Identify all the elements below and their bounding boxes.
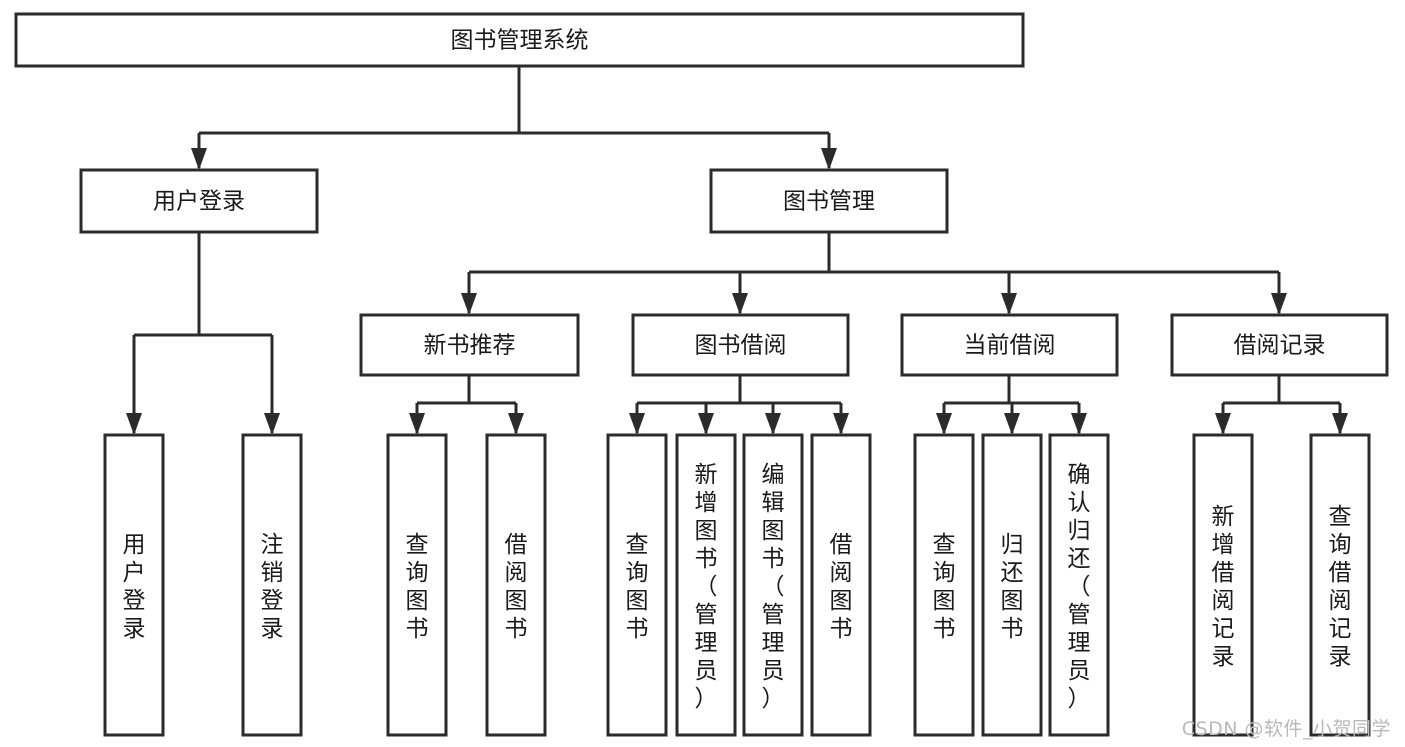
node-label: 确认归还（管理员） (1068, 462, 1091, 712)
connector-login-to-leaves (126, 232, 280, 435)
node-leaf-8[interactable]: 查询图书 (913, 433, 975, 737)
node-box[interactable] (1048, 433, 1110, 737)
node-label: 图书管理系统 (451, 28, 589, 54)
arrow-head-icon (126, 413, 142, 435)
node-box[interactable] (981, 433, 1043, 737)
node-leaf-1[interactable]: 注销登录 (241, 433, 303, 737)
node-root[interactable]: 图书管理系统 (14, 12, 1025, 68)
connector-root-to-level2 (191, 66, 837, 170)
arrow-head-icon (1215, 413, 1231, 435)
node-leaf-9[interactable]: 归还图书 (981, 433, 1043, 737)
node-leaf-4[interactable]: 查询图书 (606, 433, 668, 737)
node-box[interactable] (1192, 433, 1254, 737)
node-label: 借阅图书 (830, 532, 853, 642)
arrow-head-icon (629, 413, 645, 435)
node-box[interactable] (606, 433, 668, 737)
node-leaf-3[interactable]: 借阅图书 (485, 433, 547, 737)
node-label: 当前借阅 (964, 333, 1056, 359)
arrow-head-icon (1071, 413, 1087, 435)
node-label: 新增图书（管理员） (695, 462, 718, 712)
node-box[interactable] (742, 433, 804, 737)
node-box[interactable] (386, 433, 448, 737)
node-leaf-5[interactable]: 新增图书（管理员） (675, 433, 737, 737)
node-label: 查询图书 (626, 532, 649, 642)
arrow-head-icon (833, 413, 849, 435)
arrow-head-icon (732, 293, 748, 315)
node-label: 查询图书 (406, 532, 429, 642)
node-level3-2[interactable]: 当前借阅 (900, 313, 1119, 377)
node-box[interactable] (1309, 433, 1371, 737)
arrow-head-icon (409, 413, 425, 435)
node-box[interactable] (103, 433, 165, 737)
node-label: 编辑图书（管理员） (762, 462, 785, 712)
node-label: 新增借阅记录 (1212, 504, 1235, 670)
node-box[interactable] (359, 313, 580, 377)
node-label: 查询图书 (933, 532, 956, 642)
arrow-head-icon (461, 293, 477, 315)
arrow-head-icon (1332, 413, 1348, 435)
node-label: 借阅记录 (1234, 333, 1326, 359)
node-level3-3[interactable]: 借阅记录 (1170, 313, 1389, 377)
arrow-head-icon (698, 413, 714, 435)
node-level3-1[interactable]: 图书借阅 (631, 313, 850, 377)
node-box[interactable] (79, 168, 319, 234)
node-leaf-12[interactable]: 查询借阅记录 (1309, 433, 1371, 737)
node-label: 注销登录 (261, 532, 284, 642)
node-box[interactable] (241, 433, 303, 737)
node-leaf-0[interactable]: 用户登录 (103, 433, 165, 737)
arrow-head-icon (1001, 293, 1017, 315)
node-box[interactable] (631, 313, 850, 377)
node-level3-0[interactable]: 新书推荐 (359, 313, 580, 377)
node-label: 归还图书 (1001, 532, 1024, 642)
node-label: 用户登录 (123, 532, 146, 642)
node-leaf-2[interactable]: 查询图书 (386, 433, 448, 737)
node-box[interactable] (14, 12, 1025, 68)
connector-bookmgmt-to-level3 (461, 232, 1287, 315)
connector-borrow-to-leaves (629, 375, 849, 435)
node-label: 图书借阅 (695, 333, 787, 359)
node-box[interactable] (913, 433, 975, 737)
arrow-head-icon (765, 413, 781, 435)
arrow-head-icon (936, 413, 952, 435)
node-label: 图书管理 (783, 189, 875, 215)
arrow-head-icon (1004, 413, 1020, 435)
node-box[interactable] (810, 433, 872, 737)
node-label: 用户登录 (153, 189, 245, 215)
node-level2-1[interactable]: 图书管理 (709, 168, 949, 234)
node-box[interactable] (1170, 313, 1389, 377)
arrow-head-icon (508, 413, 524, 435)
node-label: 查询借阅记录 (1329, 504, 1352, 670)
arrow-head-icon (191, 148, 207, 170)
node-leaf-10[interactable]: 确认归还（管理员） (1048, 433, 1110, 737)
connector-newbook-to-leaves (409, 375, 524, 435)
node-label: 新书推荐 (424, 333, 516, 359)
connector-current-to-leaves (936, 375, 1087, 435)
node-leaf-11[interactable]: 新增借阅记录 (1192, 433, 1254, 737)
node-label: 借阅图书 (505, 532, 528, 642)
arrow-head-icon (264, 413, 280, 435)
arrow-head-icon (821, 148, 837, 170)
node-leaf-6[interactable]: 编辑图书（管理员） (742, 433, 804, 737)
arrow-head-icon (1271, 293, 1287, 315)
node-leaf-7[interactable]: 借阅图书 (810, 433, 872, 737)
node-level2-0[interactable]: 用户登录 (79, 168, 319, 234)
node-box[interactable] (485, 433, 547, 737)
connector-record-to-leaves (1215, 375, 1348, 435)
node-box[interactable] (675, 433, 737, 737)
node-box[interactable] (709, 168, 949, 234)
node-box[interactable] (900, 313, 1119, 377)
